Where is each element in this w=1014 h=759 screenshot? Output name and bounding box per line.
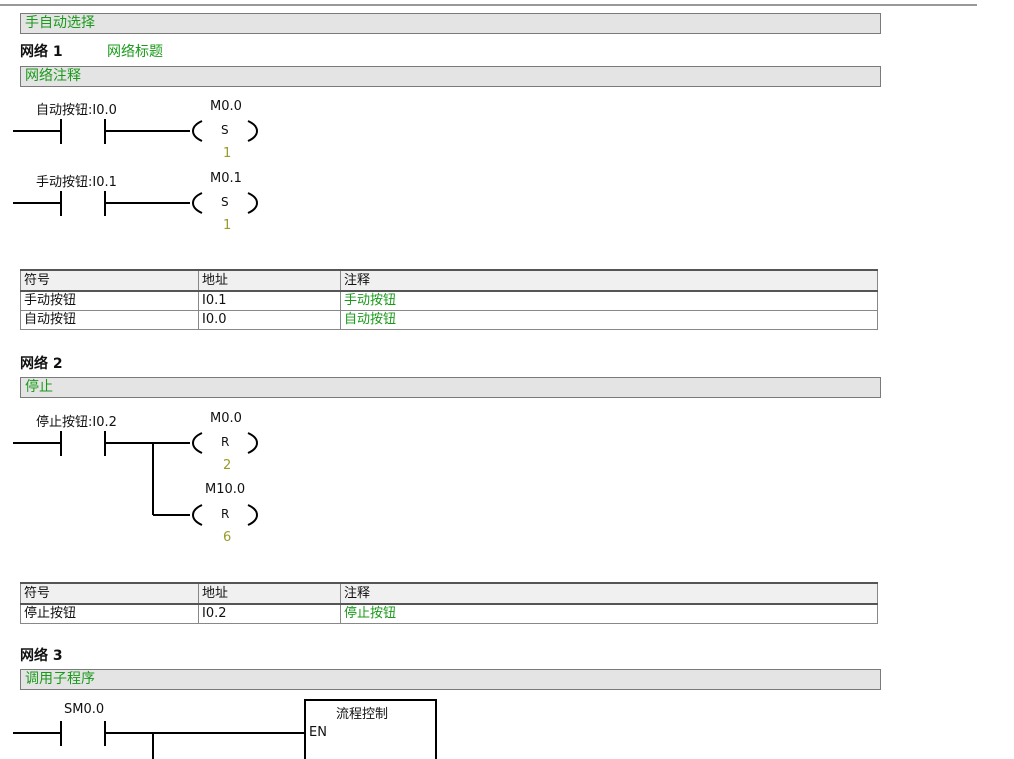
subroutine-box-title[interactable]: 流程控制 [336, 707, 389, 722]
contact-manual-button [13, 191, 259, 216]
coil-count: 6 [223, 530, 232, 545]
coil-count: 1 [223, 146, 232, 161]
coil-type: S [221, 195, 229, 209]
cell-comment: 停止按钮 [340, 603, 878, 624]
coil-count: 1 [223, 218, 232, 233]
cell-address: I0.1 [198, 290, 341, 311]
cell-symbol: 停止按钮 [20, 603, 199, 624]
contact-stop-button [13, 431, 259, 526]
contact-auto-button [13, 119, 259, 144]
program-title-bar[interactable]: 手自动选择 [20, 13, 881, 34]
header-address: 地址 [198, 269, 341, 292]
network-2-comment[interactable]: 停止 [20, 377, 881, 398]
network-3-comment[interactable]: 调用子程序 [20, 669, 881, 690]
coil-type: R [221, 507, 230, 521]
cell-symbol: 手动按钮 [20, 290, 199, 311]
cell-symbol: 自动按钮 [20, 310, 199, 330]
network-1-comment[interactable]: 网络注释 [20, 66, 881, 87]
coil-address: M0.0 [210, 99, 242, 114]
coil-count: 2 [223, 458, 232, 473]
contact-label: 停止按钮:I0.2 [36, 415, 117, 430]
coil-address: M0.0 [210, 411, 242, 426]
contact-sm00 [13, 699, 437, 759]
network-1-label: 网络 1 [20, 44, 63, 60]
cell-comment: 自动按钮 [340, 310, 878, 330]
coil-address: M10.0 [205, 482, 246, 497]
network-3-label: 网络 3 [20, 648, 63, 664]
coil-type: R [221, 435, 230, 449]
cell-address: I0.0 [198, 310, 341, 330]
header-symbol: 符号 [20, 269, 199, 292]
contact-label: 手动按钮:I0.1 [36, 175, 117, 190]
coil-address: M0.1 [210, 171, 242, 186]
cell-comment: 手动按钮 [340, 290, 878, 311]
network-2-label: 网络 2 [20, 356, 63, 372]
coil-type: S [221, 123, 229, 137]
header-symbol: 符号 [20, 582, 199, 605]
header-address: 地址 [198, 582, 341, 605]
subroutine-en-input: EN [309, 725, 327, 740]
network-1-title[interactable]: 网络标题 [107, 44, 163, 60]
cell-address: I0.2 [198, 603, 341, 624]
header-comment: 注释 [340, 582, 878, 605]
contact-label: SM0.0 [64, 702, 105, 717]
header-comment: 注释 [340, 269, 878, 292]
contact-label: 自动按钮:I0.0 [36, 103, 117, 118]
